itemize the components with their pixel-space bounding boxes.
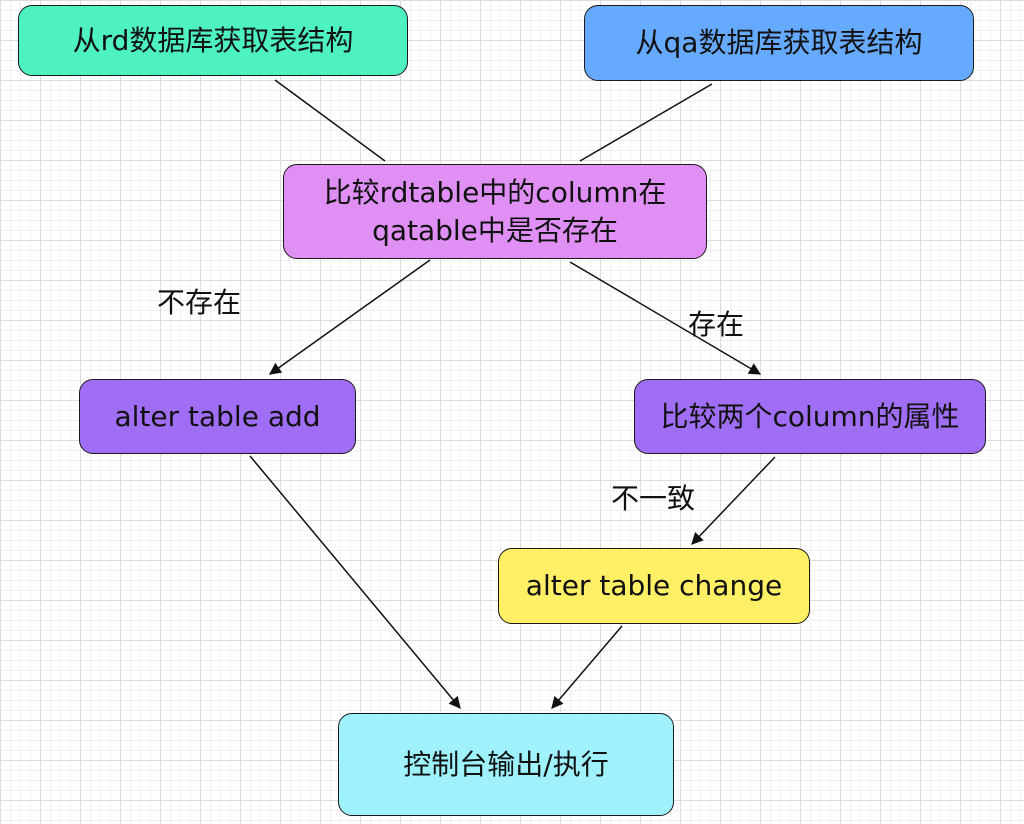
node-compare-attrs-label: 比较两个column的属性	[660, 399, 960, 433]
node-rd-schema-label: 从rd数据库获取表结构	[72, 23, 354, 57]
node-compare-attrs: 比较两个column的属性	[634, 379, 986, 454]
node-qa-schema: 从qa数据库获取表结构	[584, 5, 974, 81]
edge-attrs-to-change	[691, 456, 776, 545]
node-alter-change: alter table change	[498, 548, 810, 624]
edge-label-inconsistent: 不一致	[611, 482, 696, 515]
node-alter-change-label: alter table change	[525, 569, 783, 603]
edge-add-to-output	[249, 455, 461, 709]
edge-label-not-exists: 不存在	[157, 286, 242, 319]
node-compare-exists-line2: qatable中是否存在	[372, 213, 618, 247]
node-output: 控制台输出/执行	[338, 713, 674, 816]
node-output-label: 控制台输出/执行	[403, 747, 609, 781]
node-rd-schema: 从rd数据库获取表结构	[18, 5, 408, 76]
node-qa-schema-label: 从qa数据库获取表结构	[635, 26, 923, 60]
node-compare-exists: 比较rdtable中的column在 qatable中是否存在	[283, 164, 707, 259]
edge-compare-to-add	[269, 259, 431, 375]
edge-change-to-output	[551, 625, 623, 709]
edge-compare-to-attrs	[569, 261, 762, 375]
node-alter-add-label: alter table add	[114, 399, 321, 433]
edge-rd-to-compare	[274, 79, 386, 162]
node-alter-add: alter table add	[79, 379, 356, 454]
edge-label-exists: 存在	[688, 308, 745, 341]
edge-qa-to-compare	[579, 83, 713, 162]
node-compare-exists-line1: 比较rdtable中的column在	[323, 175, 667, 209]
